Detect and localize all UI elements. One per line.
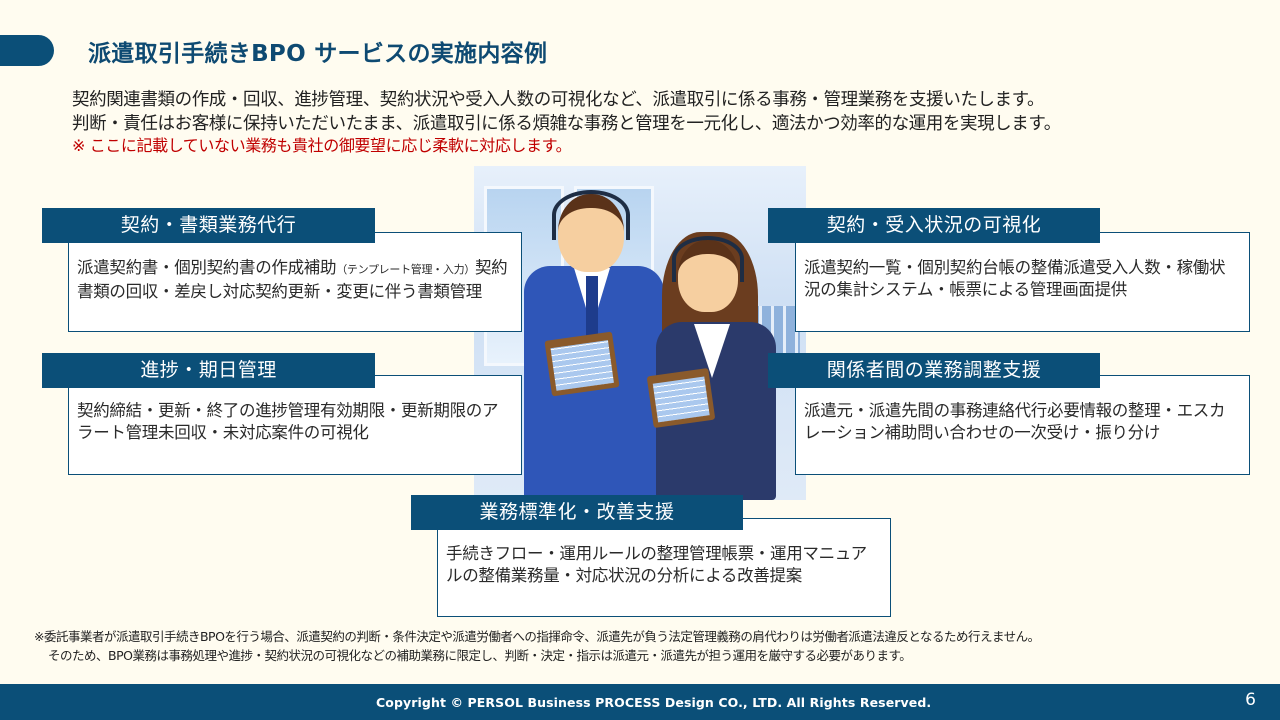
card-contract-documents-body: 派遣契約書・個別契約書の作成補助（テンプレート管理・入力）契約書類の回収・差戻し… xyxy=(68,232,522,332)
legal-disclaimer: ※委託事業者が派遣取引手続きBPOを行う場合、派遣契約の判断・条件決定や派遣労働… xyxy=(34,627,1040,665)
page-number: 6 xyxy=(1245,690,1256,710)
intro-line-2: 判断・責任はお客様に保持いただいたまま、派遣取引に係る煩雑な事務と管理を一元化し… xyxy=(72,114,1061,134)
disclaimer-line-2: そのため、BPO業務は事務処理や進捗・契約状況の可視化などの補助業務に限定し、判… xyxy=(48,648,912,663)
card-contract-documents-text-rest: 契約書類の回収・差戻し対応契約更新・変更に伴う書類管理 xyxy=(77,258,508,301)
female-staff-figure xyxy=(644,222,794,500)
card-coordination-body: 派遣元・派遣先間の事務連絡代行必要情報の整理・エスカレーション補助問い合わせの一… xyxy=(795,375,1250,475)
card-contract-documents-note: （テンプレート管理・入力） xyxy=(336,263,475,276)
card-progress-deadline-body: 契約締結・更新・終了の進捗管理有効期限・更新期限のアラート管理未回収・未対応案件… xyxy=(68,375,522,475)
card-contract-documents-text: 派遣契約書・個別契約書の作成補助 xyxy=(77,258,337,277)
card-coordination-header: 関係者間の業務調整支援 xyxy=(768,353,1100,388)
disclaimer-line-1: ※委託事業者が派遣取引手続きBPOを行う場合、派遣契約の判断・条件決定や派遣労働… xyxy=(34,629,1040,644)
card-contract-documents-header: 契約・書類業務代行 xyxy=(42,208,375,243)
intro-text: 契約関連書類の作成・回収、進捗管理、契約状況や受入人数の可視化など、派遣取引に係… xyxy=(72,88,1061,156)
card-standardization-body: 手続きフロー・運用ルールの整理管理帳票・運用マニュアルの整備業務量・対応状況の分… xyxy=(437,518,891,617)
staff-illustration xyxy=(474,166,806,500)
copyright-text: Copyright © PERSOL Business PROCESS Desi… xyxy=(376,695,932,710)
page-title: 派遣取引手続きBPO サービスの実施内容例 xyxy=(88,41,548,67)
title-accent-tab xyxy=(0,35,54,66)
card-visibility-header: 契約・受入状況の可視化 xyxy=(768,208,1100,243)
card-progress-deadline-header: 進捗・期日管理 xyxy=(42,353,375,388)
intro-note: ※ ここに記載していない業務も貴社の御要望に応じ柔軟に対応します。 xyxy=(72,136,572,155)
male-staff-figure xyxy=(514,176,674,500)
card-visibility-body: 派遣契約一覧・個別契約台帳の整備派遣受入人数・稼働状況の集計システム・帳票による… xyxy=(795,232,1250,332)
intro-line-1: 契約関連書類の作成・回収、進捗管理、契約状況や受入人数の可視化など、派遣取引に係… xyxy=(72,90,1045,110)
card-standardization-header: 業務標準化・改善支援 xyxy=(411,495,743,530)
footer-bar: Copyright © PERSOL Business PROCESS Desi… xyxy=(0,684,1280,720)
